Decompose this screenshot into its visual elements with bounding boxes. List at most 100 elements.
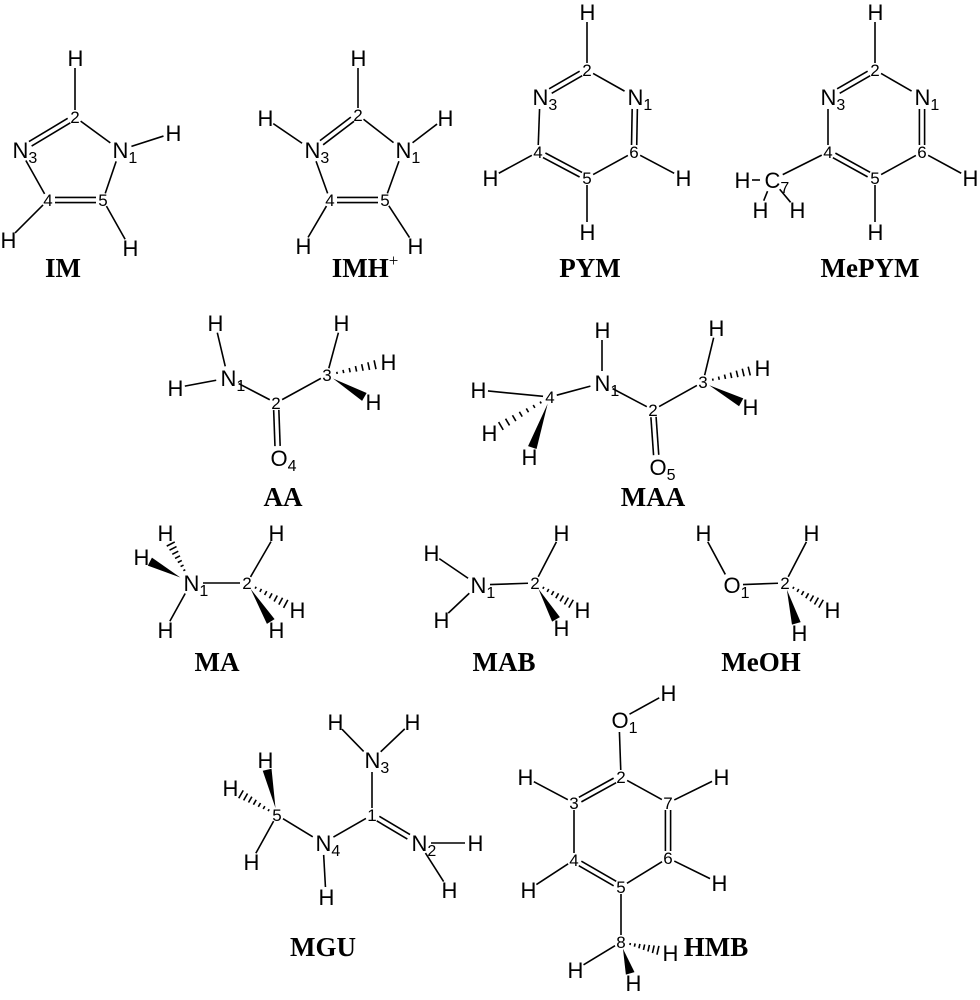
atom-label-n1: N1 bbox=[396, 138, 421, 167]
wedge-bond bbox=[262, 768, 276, 809]
single-bond bbox=[487, 390, 544, 398]
atom-label-h: H bbox=[753, 198, 769, 223]
element-symbol: N bbox=[628, 85, 644, 110]
atom-label-n1: N1 bbox=[915, 85, 940, 114]
atom-label-h: H bbox=[438, 106, 454, 131]
element-symbol: H bbox=[269, 618, 285, 643]
atom-label-h: H bbox=[334, 311, 350, 336]
hashed-bond bbox=[336, 360, 377, 375]
molecule-name-text: MA bbox=[195, 647, 240, 677]
single-bond bbox=[238, 382, 271, 401]
atom-number-4: 4 bbox=[545, 388, 554, 407]
element-symbol: N bbox=[821, 85, 837, 110]
atom-number-subscript: 5 bbox=[667, 467, 676, 484]
double-bond bbox=[272, 409, 281, 447]
element-symbol: H bbox=[381, 350, 397, 375]
atom-number-4: 4 bbox=[533, 143, 542, 162]
atom-number-1: 1 bbox=[367, 806, 376, 825]
atom-number-7: 7 bbox=[663, 794, 672, 813]
single-bond bbox=[184, 379, 217, 387]
atom-label-h: H bbox=[468, 831, 484, 856]
element-symbol: H bbox=[158, 618, 174, 643]
atom-label-h: H bbox=[792, 621, 808, 646]
atom-number-2: 2 bbox=[530, 574, 539, 593]
element-symbol: H bbox=[518, 765, 534, 790]
element-symbol: H bbox=[825, 598, 841, 623]
hash-mark bbox=[354, 365, 358, 372]
atom-label-h: H bbox=[424, 541, 440, 566]
bond-line bbox=[548, 70, 581, 90]
element-symbol: N bbox=[533, 85, 549, 110]
bond-line bbox=[278, 409, 281, 446]
atom-label-h: H bbox=[743, 395, 759, 420]
atom-label-n1: N1 bbox=[184, 571, 209, 600]
element-symbol: H bbox=[434, 608, 450, 633]
single-bond bbox=[782, 154, 823, 176]
atom-label-h: H bbox=[471, 378, 487, 403]
single-bond bbox=[639, 154, 675, 175]
hash-mark bbox=[262, 805, 266, 810]
atom-number-subscript: 1 bbox=[629, 720, 638, 737]
atom-label-n3: N3 bbox=[305, 138, 330, 167]
single-bond bbox=[658, 384, 698, 408]
hash-mark bbox=[539, 401, 542, 404]
element-symbol: H bbox=[663, 941, 679, 966]
molecule-name-text: MAB bbox=[473, 647, 536, 677]
hash-mark bbox=[525, 408, 530, 413]
element-symbol: H bbox=[1, 228, 17, 253]
single-bond bbox=[307, 205, 328, 238]
hash-mark bbox=[169, 545, 177, 551]
wedge-bond bbox=[528, 403, 548, 450]
molecule-name: MeOH bbox=[721, 647, 800, 677]
hash-mark bbox=[497, 421, 504, 431]
atom-number-subscript: 1 bbox=[486, 585, 495, 602]
bond-line bbox=[630, 108, 633, 145]
atom-label-h: H bbox=[482, 421, 498, 446]
single-bond bbox=[629, 697, 660, 715]
element-symbol: H bbox=[575, 598, 591, 623]
element-symbol: H bbox=[868, 0, 884, 25]
single-bond bbox=[333, 817, 367, 838]
atom-number-subscript: 3 bbox=[380, 760, 389, 777]
double-bond bbox=[630, 108, 639, 146]
atom-label-h: H bbox=[522, 445, 538, 470]
atom-label-h: H bbox=[134, 545, 150, 570]
atom-label-n3: N3 bbox=[533, 85, 558, 114]
single-bond bbox=[498, 154, 533, 174]
single-bond bbox=[131, 135, 164, 148]
atom-label-h: H bbox=[963, 166, 979, 191]
element-symbol: H bbox=[258, 748, 274, 773]
atom-number-4: 4 bbox=[823, 143, 832, 162]
hash-mark bbox=[723, 374, 727, 380]
hash-mark bbox=[792, 586, 795, 590]
molecule-name: MGU bbox=[290, 932, 356, 962]
atom-number-subscript: 1 bbox=[411, 150, 420, 167]
wedge-bond bbox=[622, 948, 635, 975]
atom-label-h: H bbox=[258, 748, 274, 773]
element-symbol: H bbox=[755, 356, 771, 381]
element-symbol: H bbox=[351, 46, 367, 71]
element-symbol: O bbox=[271, 446, 288, 471]
element-symbol: H bbox=[424, 541, 440, 566]
hash-mark bbox=[550, 590, 555, 596]
atom-label-n3: N3 bbox=[365, 748, 390, 777]
double-bond bbox=[376, 815, 411, 840]
single-bond bbox=[282, 817, 314, 838]
hashed-bond bbox=[238, 789, 270, 812]
hash-mark bbox=[182, 568, 186, 572]
atom-number-subscript: 1 bbox=[236, 378, 245, 395]
single-bond bbox=[255, 820, 275, 854]
molecule-name: MAB bbox=[473, 647, 536, 677]
element-symbol: N bbox=[915, 85, 931, 110]
atom-number-4: 4 bbox=[569, 851, 578, 870]
bond-line bbox=[272, 410, 276, 447]
atom-number-5: 5 bbox=[616, 878, 625, 897]
hash-mark bbox=[729, 372, 733, 379]
molecule-name-text: MAA bbox=[621, 482, 686, 512]
atom-label-h: H bbox=[168, 376, 184, 401]
atom-number-3: 3 bbox=[698, 373, 707, 392]
element-symbol: H bbox=[166, 121, 182, 146]
atom-label-h: H bbox=[735, 168, 751, 193]
